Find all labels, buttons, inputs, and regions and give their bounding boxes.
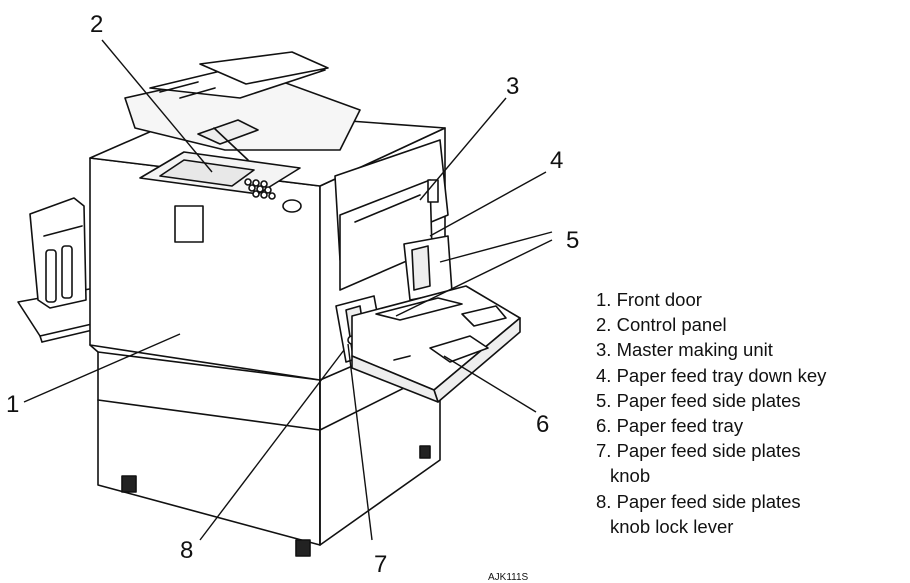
figure-code: AJK111S xyxy=(488,572,529,583)
legend-item-front-door: 1. Front door xyxy=(596,289,702,310)
legend-item-paper-feed-tray: 6. Paper feed tray xyxy=(596,415,744,437)
legend-item-paper-feed-side-plates: 5. Paper feed side plates xyxy=(596,389,801,411)
callout-3: 3 xyxy=(506,73,519,100)
callout-4: 4 xyxy=(550,147,563,174)
parts-legend: 1. Front door 2. Control panel 3. Master… xyxy=(596,287,906,539)
legend-item-paper-feed-tray-down-key: 4. Paper feed tray down key xyxy=(596,364,827,386)
callout-2: 2 xyxy=(90,11,103,38)
document-feeder xyxy=(124,51,361,161)
callout-8: 8 xyxy=(180,537,193,564)
callout-5: 5 xyxy=(566,227,579,254)
control-panel xyxy=(139,151,302,213)
callout-1: 1 xyxy=(6,391,19,418)
legend-item-master-making-unit: 3. Master making unit xyxy=(596,339,773,361)
callout-7: 7 xyxy=(374,551,387,578)
legend-item-control-panel: 2. Control panel xyxy=(596,314,727,336)
callout-6: 6 xyxy=(536,411,549,438)
leader-lines xyxy=(23,39,553,541)
